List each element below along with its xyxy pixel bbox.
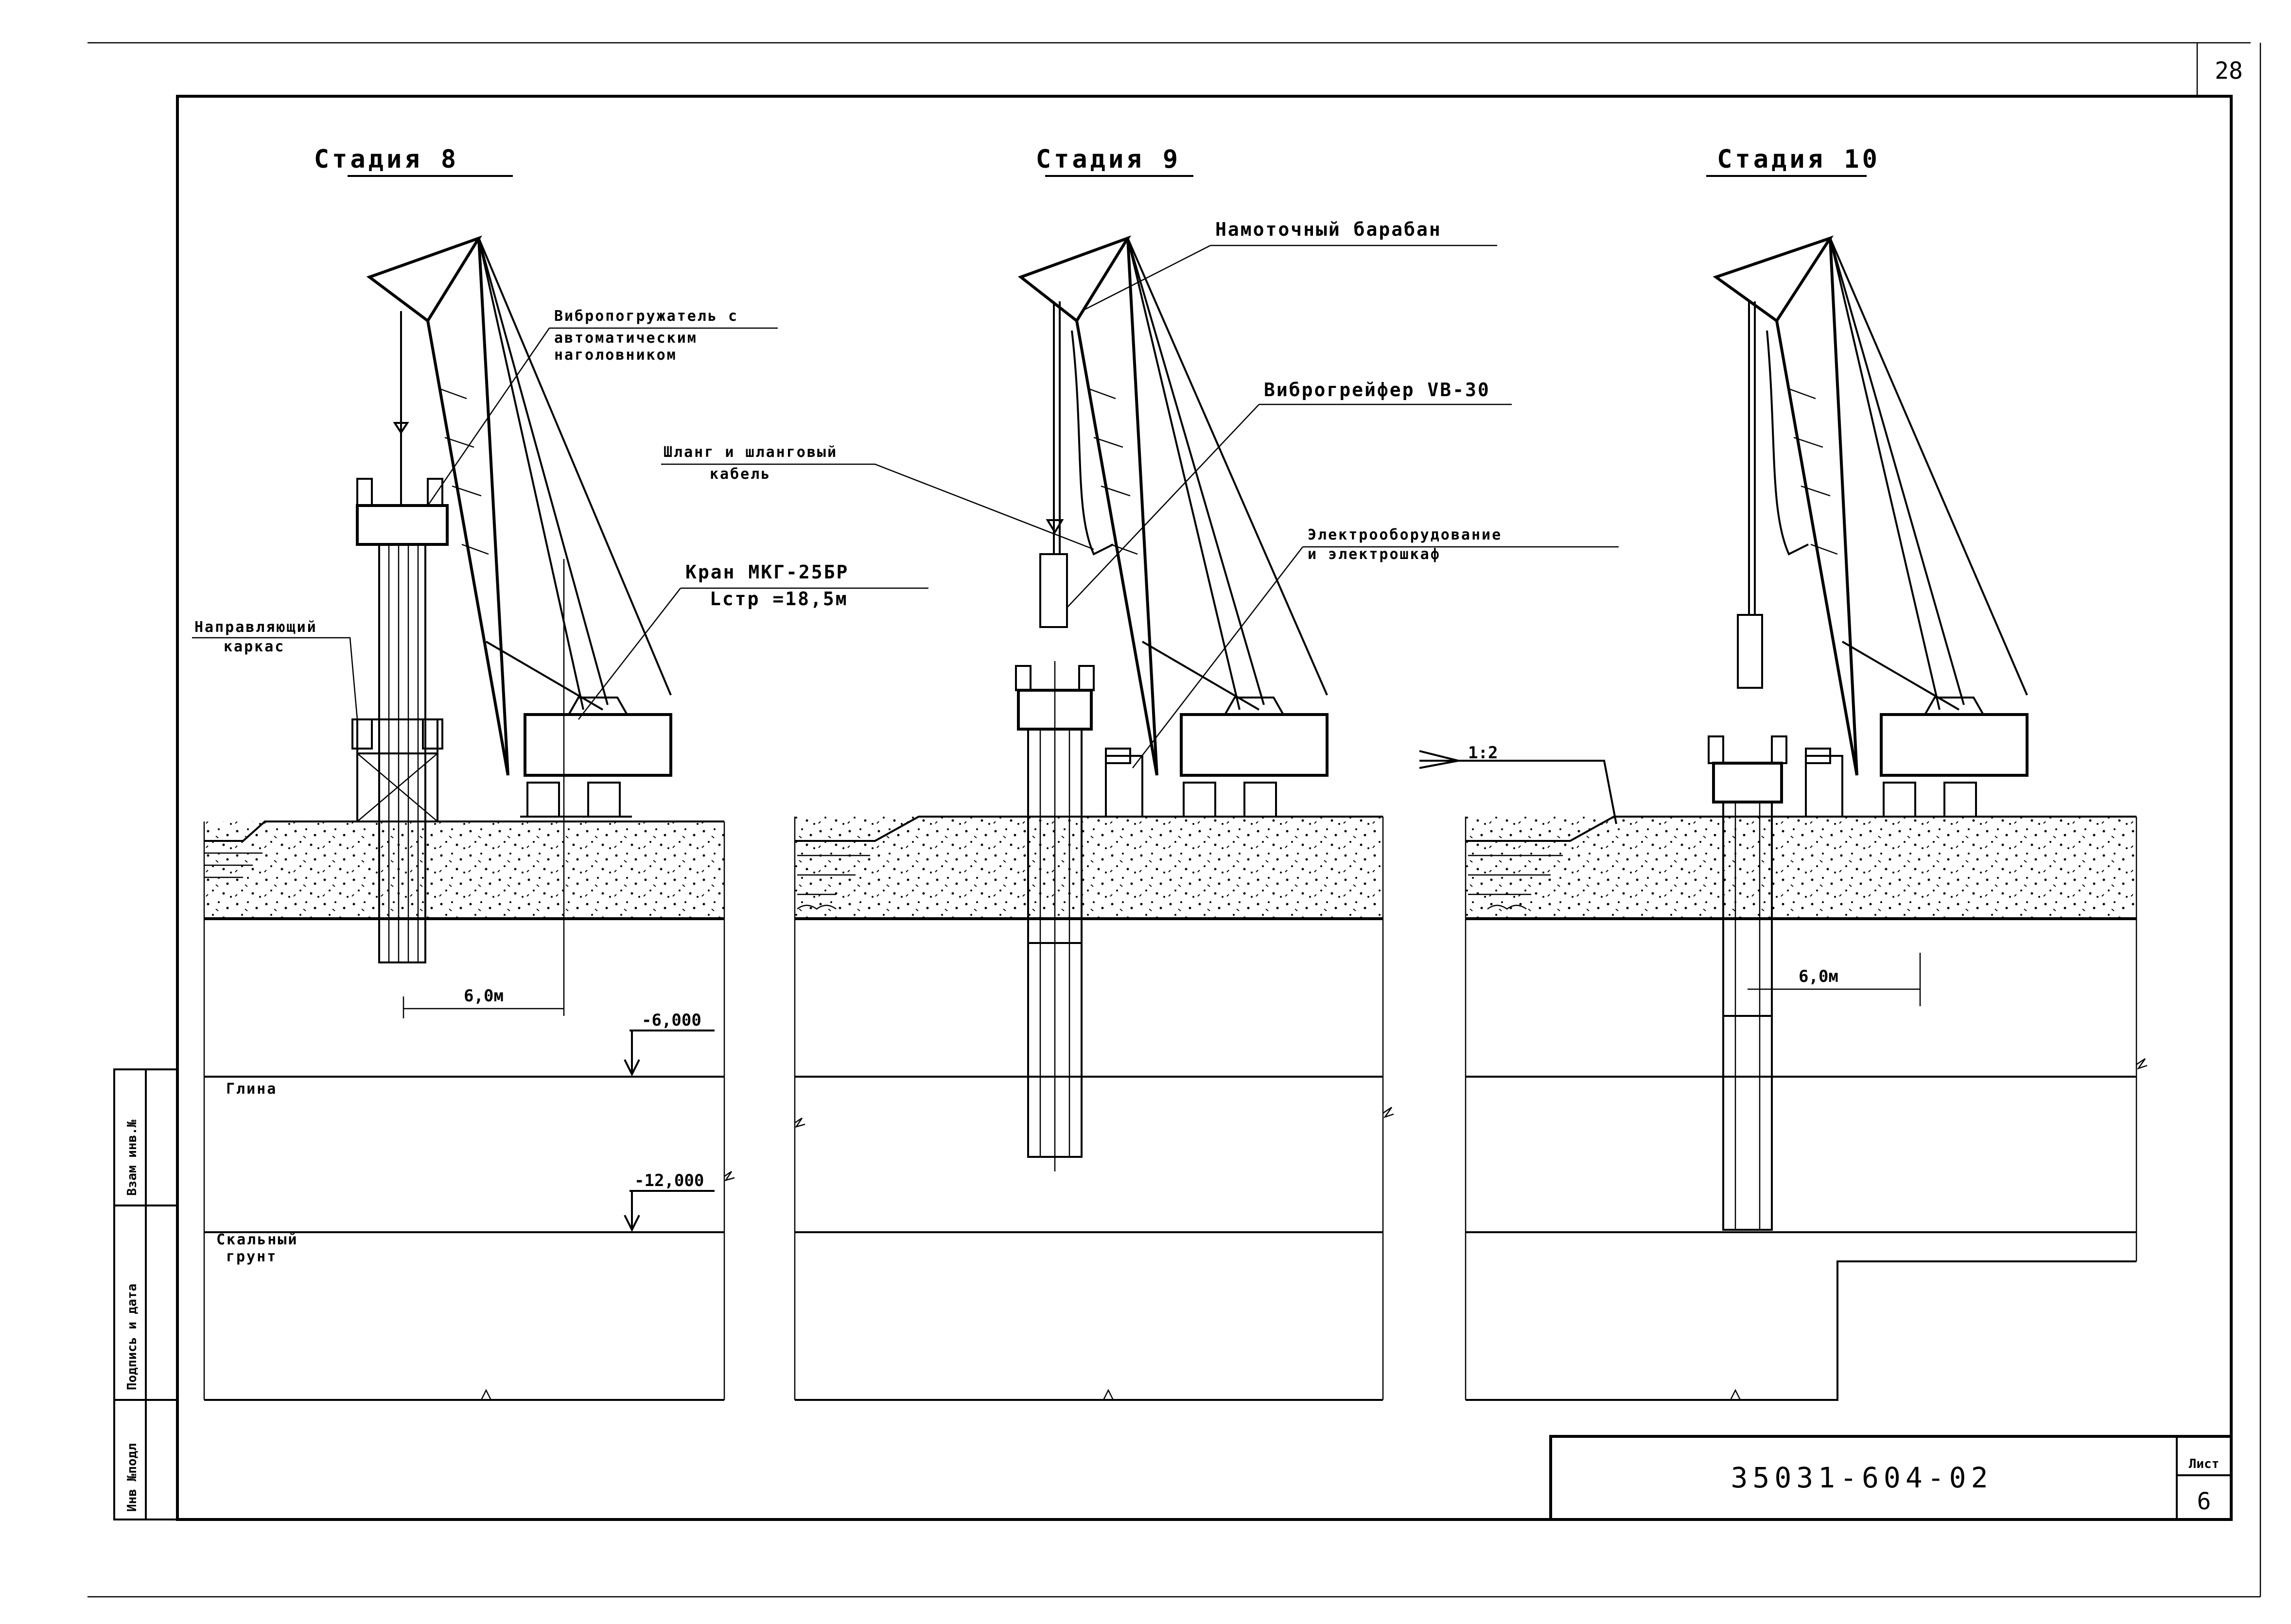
- title-block: [1549, 1435, 2233, 1521]
- stage-10-panel: Стадия 10: [1419, 145, 2148, 1401]
- label-electro-line-1: Электрооборудование: [1308, 526, 1502, 543]
- pile-stage-8: [351, 543, 443, 963]
- label-slope: 1:2: [1468, 743, 1498, 763]
- document-code: 35031-604-02: [1731, 1461, 1993, 1494]
- label-reel: Намоточный барабан: [1215, 219, 1442, 240]
- dim-distance-stage-10: 6,0м: [1799, 967, 1838, 986]
- dim-level-minus-12: -12,000: [634, 1171, 704, 1190]
- stamp-inv-label: Инв №подл: [125, 1443, 140, 1512]
- label-vibrodriver-line-1: Вибропогружатель с: [554, 308, 738, 325]
- list-label: Лист: [2189, 1457, 2220, 1471]
- label-electro-line-2: и электрошкаф: [1308, 546, 1441, 563]
- vibrodriver-stage-8: [356, 311, 449, 546]
- label-hose-line-2: кабель: [710, 466, 771, 483]
- ground-layers-stage-10: [1465, 816, 2148, 1401]
- label-guide-frame-line-2: каркас: [224, 638, 285, 655]
- sheet-frame: [87, 42, 2261, 1598]
- label-clay: Глина: [226, 1081, 277, 1098]
- casing-stage-9: [1015, 661, 1095, 1171]
- label-rock-line-2: грунт: [226, 1248, 277, 1265]
- side-stamp: Инв №подл Подпись и дата Взам инв.№: [113, 1068, 178, 1520]
- label-hose-line-1: Шланг и шланговый: [664, 444, 838, 461]
- label-vibrodriver-line-2: автоматическим: [554, 330, 698, 347]
- stage-10-title: Стадия 10: [1717, 145, 1880, 174]
- stage-9-title: Стадия 9: [1036, 145, 1181, 174]
- label-vibrodriver-line-3: наголовником: [554, 347, 677, 364]
- stamp-replace-label: Взам инв.№: [125, 1119, 140, 1196]
- list-number: 6: [2197, 1488, 2211, 1515]
- pile-stage-10: [1708, 735, 1787, 1231]
- label-rock-line-1: Скальный: [216, 1231, 298, 1248]
- ground-layers-stage-9: [794, 816, 1394, 1401]
- dim-distance-stage-8: 6,0м: [464, 986, 504, 1006]
- vibrograb-stage-10: [1737, 301, 1809, 689]
- page-number: 28: [2215, 57, 2243, 85]
- ground-layers-stage-8: [203, 821, 735, 1401]
- crane-stage-10: [1713, 235, 2029, 818]
- stage-9-panel: Стадия 9: [661, 145, 1619, 1401]
- label-guide-frame-line-1: Направляющий: [194, 619, 317, 636]
- crane-stage-8: [366, 235, 672, 818]
- stage-8-title: Стадия 8: [314, 145, 459, 174]
- dim-level-minus-6: -6,000: [642, 1011, 701, 1030]
- label-grab: Виброгрейфер VB-30: [1264, 379, 1490, 401]
- label-crane-line-1: Кран МКГ-25БР: [685, 561, 849, 583]
- stamp-signature-label: Подпись и дата: [125, 1284, 140, 1390]
- stage-8-panel: Стадия 8: [192, 145, 928, 1401]
- vibrograb-stage-9: [1039, 301, 1114, 628]
- label-crane-line-2: Lстр =18,5м: [710, 588, 848, 610]
